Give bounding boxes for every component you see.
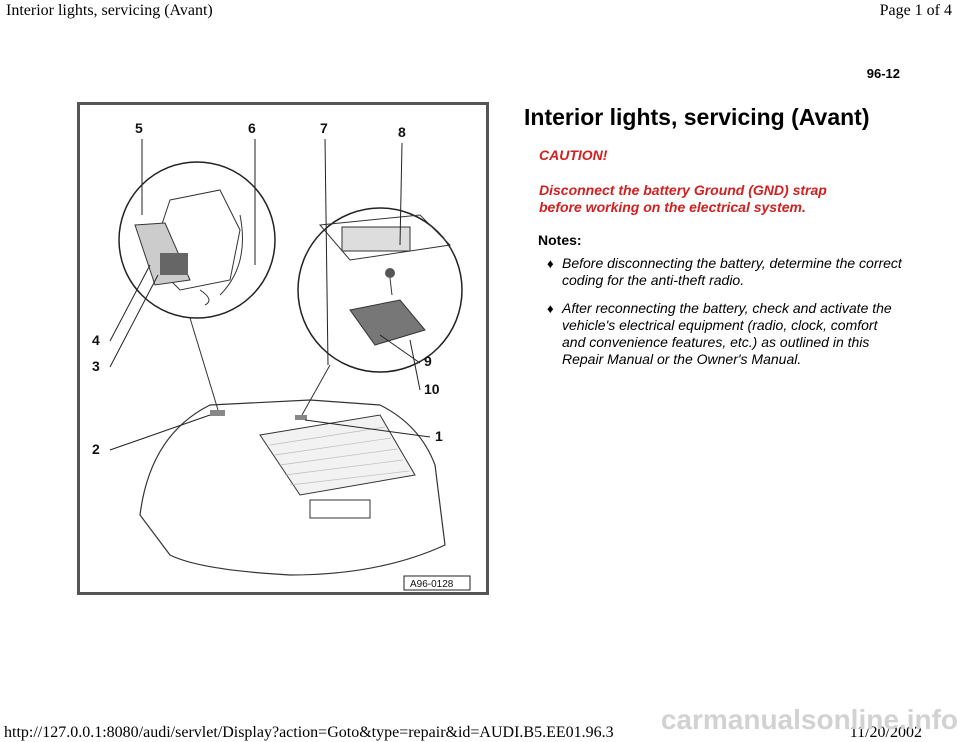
note-item: ♦ Before disconnecting the battery, dete… [547, 255, 902, 289]
note-text: Before disconnecting the battery, determ… [562, 255, 902, 288]
note-text: After reconnecting the battery, check an… [562, 300, 892, 367]
notes-label: Notes: [538, 232, 582, 248]
note-item: ♦ After reconnecting the battery, check … [547, 300, 902, 368]
callout-9: 9 [424, 353, 432, 369]
document-number: 96-12 [866, 66, 900, 81]
page-indicator: Page 1 of 4 [879, 2, 952, 19]
callout-6: 6 [248, 120, 256, 136]
footer-date: 11/20/2002 [849, 724, 922, 741]
callout-4: 4 [92, 332, 100, 348]
diamond-bullet-icon: ♦ [547, 256, 554, 271]
figure-code-box [403, 575, 471, 591]
callout-8: 8 [398, 124, 406, 140]
callout-5: 5 [135, 120, 143, 136]
caution-label: CAUTION! [539, 147, 608, 163]
diamond-bullet-icon: ♦ [547, 301, 554, 316]
footer-url: http://127.0.0.1:8080/audi/servlet/Displ… [4, 724, 614, 741]
callout-10: 10 [424, 381, 440, 397]
watermark: carmanualsonline.info [660, 704, 958, 735]
callout-2: 2 [92, 441, 100, 457]
callout-3: 3 [92, 358, 100, 374]
figure-code: A96-0128 [410, 579, 454, 590]
callout-7: 7 [320, 120, 328, 136]
page-header-title: Interior lights, servicing (Avant) [6, 2, 213, 19]
interior-lights-illustration: 5 6 7 8 4 3 9 10 2 1 A96-0128 [92, 120, 471, 591]
caution-text: Disconnect the battery Ground (GND) stra… [539, 182, 827, 215]
page-title: Interior lights, servicing (Avant) [524, 104, 870, 130]
callout-1: 1 [435, 428, 443, 444]
interior-lights-figure: 5 6 7 8 4 3 9 10 2 1 A96-0128 [77, 102, 489, 595]
